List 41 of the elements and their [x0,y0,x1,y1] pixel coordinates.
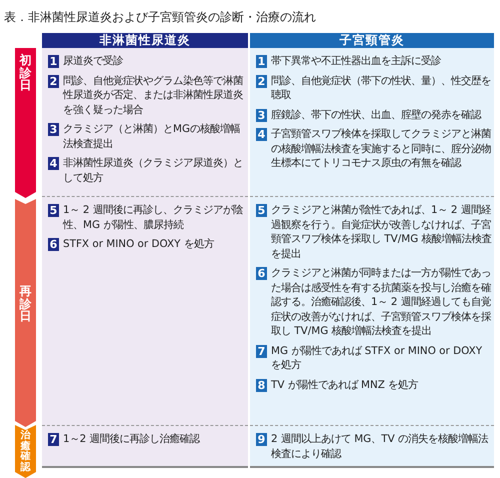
step-number: 8 [256,378,267,392]
step-text: 問診、自他覚症状やグラム染色等で淋菌性尿道炎が否定、または非淋菌性尿道炎を強く疑った場合 [63,74,244,117]
step-number: 2 [256,74,267,88]
step-number: 6 [256,267,267,280]
step-number: 7 [256,344,267,358]
step-text: 2 週間以上あけて MG、TV の消失を核酸増幅法検査により確認 [271,432,490,461]
title: 表．非淋菌性尿道炎および子宮頸管炎の診断・治療の流れ [4,9,316,26]
step-text: 1～ 2 週間後に再診し、クラミジアが陰性、MG が陽性、膿尿持続 [63,203,244,232]
step-text: 帯下異常や不正性器出血を主訴に受診 [271,54,441,68]
step-text: クラミジアと淋菌が陰性であれば、1～ 2 週間経過観察を行う。自覚症状が改善しなければ、子宮頸管スワブ検体を採取し TV/MG 核酸増幅法検査を提出 [271,203,492,261]
step-number: 9 [256,433,267,446]
step-number: 4 [48,157,59,170]
step-number: 2 [48,74,59,88]
phase-label: 治癒確認 [20,431,30,474]
step-text: 子宮頸管スワブ検体を採取してクラミジアと淋菌の核酸増幅法検査を実施すると同時に、腟分泌物生標本にてトリコモナス原虫の有無を確認 [271,127,492,170]
step-number: 1 [256,55,267,68]
step-text: クラミジアと淋菌が同時または一方が陽性であった場合は感受性を有する抗菌薬を投与し治癒を確認する。治癒確認後、1～ 2 週間経過しても自覚症状の改善がなければ、子宮頸管スワブ検体を採取し TV/MG 核酸増幅法検査を提出 [271,266,492,338]
phase-band [15,48,36,198]
step-number: 7 [48,433,59,446]
step-number: 6 [48,238,59,251]
phase-label: 初診日 [20,54,32,94]
step-text: 尿道炎で受診 [63,54,123,68]
step-number: 4 [256,128,267,141]
step-text: MG が陽性であれば STFX or MINO or DOXY を処方 [271,344,484,372]
step-number: 3 [48,123,59,136]
column-panel [250,33,494,468]
step-number: 5 [48,204,59,217]
step-text: STFX or MINO or DOXY を処方 [63,237,214,252]
column-header: 非淋菌性尿道炎 [42,33,248,48]
step-number: 5 [256,204,267,217]
step-text: 腟鏡診、帯下の性状、出血、腟壁の発赤を確認 [271,108,481,122]
step-text: 1～2 週間後に再診し治癒確認 [63,432,200,446]
step-text: 問診、自他覚症状（帯下の性状、量）、性交歴を聴取 [271,74,492,102]
column-header: 子宮頸管炎 [250,33,494,48]
step-text: 非淋菌性尿道炎（クラミジア尿道炎）として処方 [63,156,244,185]
phase-label: 再診日 [20,285,32,326]
step-number: 1 [48,55,59,68]
step-text: クラミジア（と淋菌）とMGの核酸増幅法検査提出 [63,122,242,151]
step-text: TV が陽性であれば MNZ を処方 [271,378,418,392]
column-panel [42,33,248,468]
step-number: 3 [256,108,267,122]
